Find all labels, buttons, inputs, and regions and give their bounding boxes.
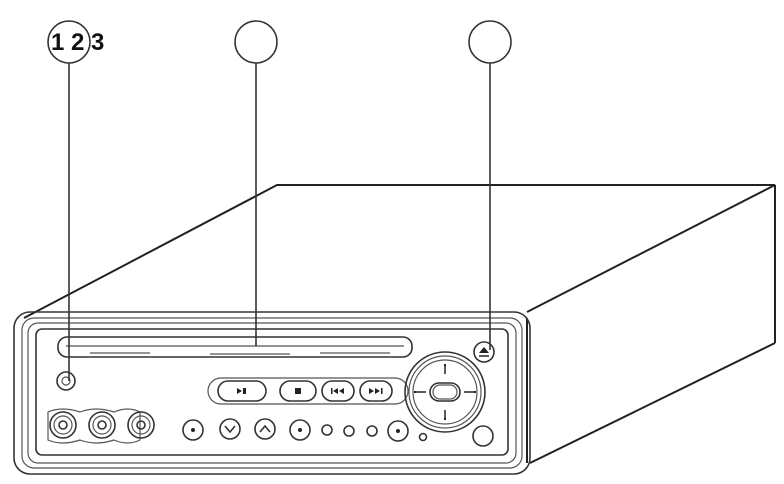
nav-pad[interactable]	[404, 351, 486, 433]
av-jacks	[47, 408, 155, 444]
callout-1	[47, 20, 91, 381]
arrow-right-icon[interactable]	[464, 391, 476, 393]
front-bezel	[13, 311, 531, 475]
play-pause-button[interactable]	[217, 380, 267, 402]
lower-button-row	[182, 418, 428, 442]
dot-button-3[interactable]	[387, 420, 409, 442]
disc-slot[interactable]	[57, 336, 413, 358]
down-button[interactable]	[219, 418, 241, 440]
callout-2	[234, 20, 278, 346]
stop-button[interactable]	[279, 380, 317, 402]
led-2	[343, 425, 355, 437]
arrow-down-icon[interactable]	[444, 410, 446, 420]
previous-button[interactable]	[321, 380, 355, 402]
eject-button[interactable]	[473, 341, 495, 363]
device-body	[23, 184, 776, 464]
small-led	[418, 432, 428, 442]
ok-button[interactable]	[429, 382, 461, 402]
power-button[interactable]	[56, 371, 76, 391]
av-jack-3[interactable]	[127, 411, 155, 439]
ir-sensor	[472, 425, 494, 447]
transport-controls	[207, 377, 409, 405]
arrow-up-icon[interactable]	[444, 364, 446, 374]
led-3	[366, 425, 378, 437]
arrow-left-icon[interactable]	[414, 391, 426, 393]
led-1	[321, 424, 333, 436]
next-button[interactable]	[359, 380, 393, 402]
dot-button-1[interactable]	[182, 419, 204, 441]
callout-3	[468, 20, 512, 350]
up-button[interactable]	[254, 418, 276, 440]
callout-1-label: 1 2 3	[51, 29, 105, 56]
dot-button-2[interactable]	[289, 419, 311, 441]
av-jack-1[interactable]	[49, 411, 77, 439]
av-jack-2[interactable]	[88, 411, 116, 439]
